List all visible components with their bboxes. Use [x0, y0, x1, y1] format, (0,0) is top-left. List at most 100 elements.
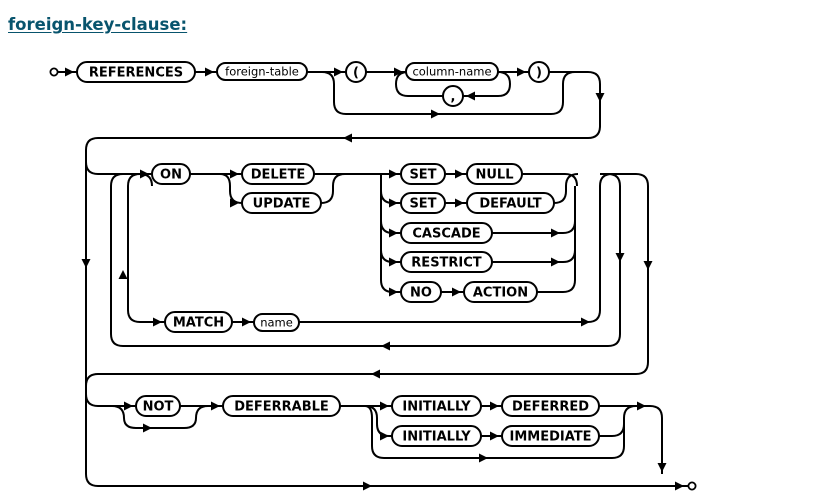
wire-9 — [549, 71, 601, 100]
arrowhead-27 — [381, 341, 390, 351]
node-deferred-label: DEFERRED — [512, 400, 589, 415]
node-immediate-label: IMMEDIATE — [509, 430, 591, 445]
wire-32 — [537, 186, 576, 293]
node-not-box — [135, 395, 181, 417]
node-foreign-table-label: foreign-table — [225, 65, 299, 79]
diagram-arrows — [65, 67, 684, 491]
wire-42 — [364, 405, 637, 459]
arrowhead-31 — [371, 369, 380, 379]
wire-8 — [394, 71, 443, 97]
arrowhead-18 — [389, 287, 398, 297]
node-comma: , — [442, 85, 464, 107]
arrowhead-42 — [363, 481, 372, 491]
wire-35 — [600, 173, 649, 272]
wire-37 — [85, 270, 136, 407]
arrowhead-35 — [380, 401, 389, 411]
wire-28 — [522, 173, 578, 187]
arrowhead-8 — [595, 93, 605, 102]
node-comma-box — [442, 85, 464, 107]
node-column-name-box — [405, 62, 499, 81]
node-restrict-label: RESTRICT — [411, 256, 482, 271]
arrowhead-23 — [551, 257, 560, 267]
arrowhead-39 — [479, 453, 488, 463]
node-deferrable-box — [222, 395, 341, 417]
node-match-label: MATCH — [173, 316, 224, 331]
diagram-title: foreign-key-clause: — [8, 15, 188, 34]
arrowhead-43 — [675, 481, 684, 491]
node-delete: DELETE — [241, 163, 315, 185]
arrowhead-3 — [334, 67, 343, 77]
node-match-name: name — [253, 313, 300, 332]
arrowhead-22 — [551, 228, 560, 238]
node-references: REFERENCES — [76, 61, 196, 83]
node-rparen: ) — [528, 61, 550, 83]
node-comma-label: , — [451, 90, 456, 105]
node-update: UPDATE — [241, 192, 322, 214]
arrowhead-28 — [118, 270, 128, 279]
node-match-box — [164, 311, 233, 333]
node-on-label: ON — [160, 168, 182, 183]
wire-21 — [380, 174, 401, 293]
arrowhead-13 — [230, 198, 239, 208]
node-cascade: CASCADE — [400, 222, 493, 244]
end-terminal — [687, 481, 697, 491]
start-terminal — [49, 67, 59, 77]
wire-19 — [320, 173, 346, 204]
node-null-box — [466, 163, 523, 185]
arrowhead-15 — [389, 198, 398, 208]
arrowhead-29 — [615, 253, 625, 262]
node-lparen-label: ( — [353, 66, 359, 81]
node-update-box — [241, 192, 322, 214]
arrowhead-6 — [431, 109, 440, 119]
arrowhead-30 — [643, 261, 653, 270]
arrowhead-14 — [389, 169, 398, 179]
node-rparen-label: ) — [536, 66, 542, 81]
arrowhead-33 — [143, 423, 152, 433]
node-default-box — [466, 192, 555, 214]
node-default-label: DEFAULT — [479, 197, 541, 212]
node-delete-box — [241, 163, 315, 185]
node-column-name-label: column-name — [412, 65, 491, 79]
arrowhead-7 — [466, 91, 475, 101]
wire-45 — [599, 405, 663, 474]
node-set-null-set-box — [400, 163, 446, 185]
wire-36 — [85, 272, 688, 487]
node-not: NOT — [135, 395, 181, 417]
node-action-label: ACTION — [473, 286, 528, 301]
node-initially-1: INITIALLY — [391, 395, 482, 417]
node-set-null-set: SET — [400, 163, 446, 185]
arrowhead-9 — [343, 133, 352, 143]
wire-31 — [492, 249, 576, 263]
diagram-nodes: REFERENCES foreign-table ( column-name,) ON D… — [76, 61, 600, 447]
node-action: ACTION — [463, 281, 538, 303]
node-lparen-box — [345, 61, 367, 83]
arrowhead-21 — [452, 287, 461, 297]
wire-41 — [364, 405, 392, 437]
arrowhead-16 — [389, 228, 398, 238]
node-cascade-box — [400, 222, 493, 244]
wire-15 — [127, 173, 165, 323]
arrowhead-4 — [394, 67, 403, 77]
node-no-box — [400, 281, 442, 303]
arrowhead-41 — [657, 463, 667, 472]
node-match-name-box — [253, 313, 300, 332]
node-set-default-set-box — [400, 192, 446, 214]
node-deferred-box — [501, 395, 600, 417]
arrowhead-25 — [242, 317, 251, 327]
node-cascade-label: CASCADE — [412, 227, 480, 242]
wire-17 — [219, 173, 243, 204]
node-rparen-box — [528, 61, 550, 83]
arrowhead-26 — [581, 317, 590, 327]
node-restrict-box — [400, 251, 493, 273]
arrowhead-1 — [65, 67, 74, 77]
arrowhead-36 — [380, 431, 389, 441]
node-on: ON — [151, 163, 191, 185]
node-match: MATCH — [164, 311, 233, 333]
node-null: NULL — [466, 163, 523, 185]
node-default: DEFAULT — [466, 192, 555, 214]
node-match-name-label: name — [260, 316, 293, 330]
arrowhead-5 — [517, 67, 526, 77]
node-null-label: NULL — [475, 168, 513, 183]
node-initially-2: INITIALLY — [391, 425, 482, 447]
